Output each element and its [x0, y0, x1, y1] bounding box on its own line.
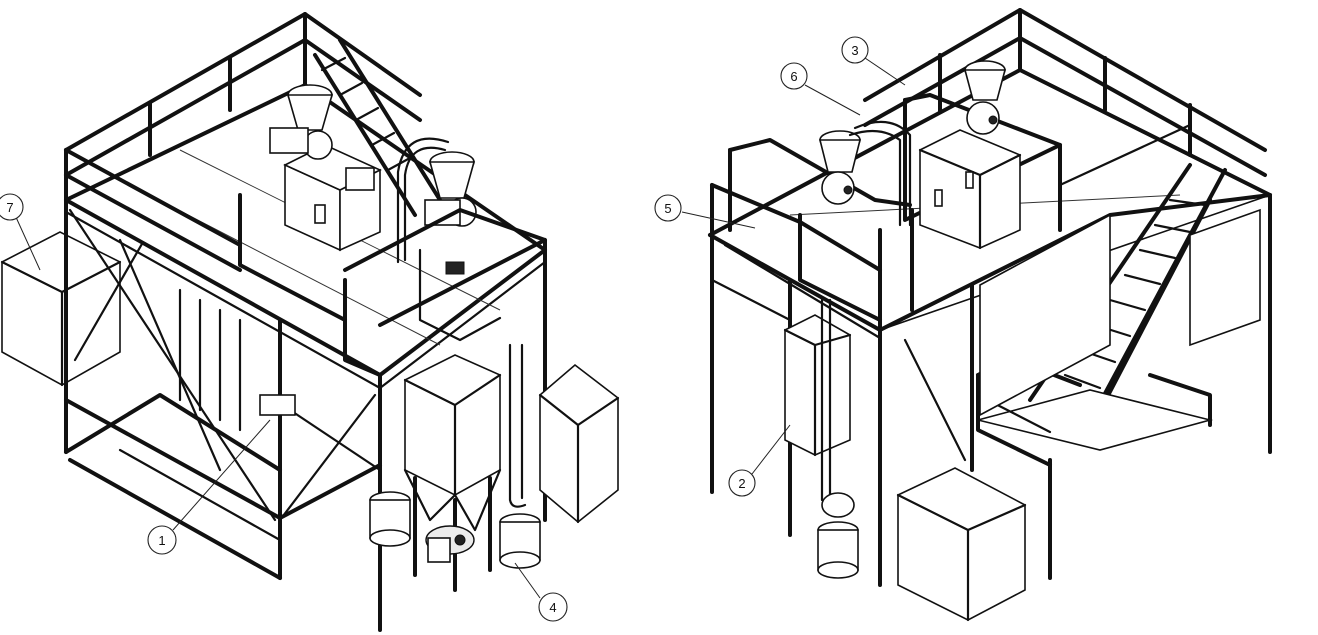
callout-4: 4 — [514, 562, 568, 622]
deck-receivers-right — [818, 60, 1007, 227]
platform-rail-right — [710, 93, 1192, 332]
svg-text:1: 1 — [158, 533, 165, 548]
storage-box-right — [896, 467, 1027, 622]
dust-collector-right — [783, 298, 859, 579]
svg-text:3: 3 — [851, 43, 858, 58]
callout-2: 2 — [728, 424, 791, 497]
stair-landing — [976, 356, 1214, 467]
right-isometric-view: 3 6 5 2 — [654, 8, 1273, 622]
vacuum-blower — [425, 525, 475, 563]
svg-text:6: 6 — [790, 69, 797, 84]
callout-5: 5 — [654, 194, 756, 229]
material-bins — [369, 491, 541, 569]
top-guard-rail — [64, 12, 422, 272]
deck-equipment — [269, 84, 477, 264]
side-hopper-box — [0, 231, 122, 387]
callout-6: 6 — [780, 62, 861, 116]
control-cabinet-right — [918, 129, 1022, 250]
svg-text:4: 4 — [549, 600, 556, 615]
svg-text:2: 2 — [738, 476, 745, 491]
side-panel-right — [979, 208, 1261, 417]
chute-pipes — [178, 288, 296, 432]
svg-text:7: 7 — [6, 200, 13, 215]
callout-7: 7 — [0, 193, 41, 271]
platform-rail — [238, 193, 547, 377]
left-isometric-view: 7 1 4 — [0, 12, 620, 632]
support-legs-right — [710, 193, 1272, 587]
svg-text:5: 5 — [664, 201, 671, 216]
callout-3: 3 — [841, 36, 906, 86]
callout-1: 1 — [147, 419, 271, 555]
side-bin-box — [538, 363, 620, 524]
